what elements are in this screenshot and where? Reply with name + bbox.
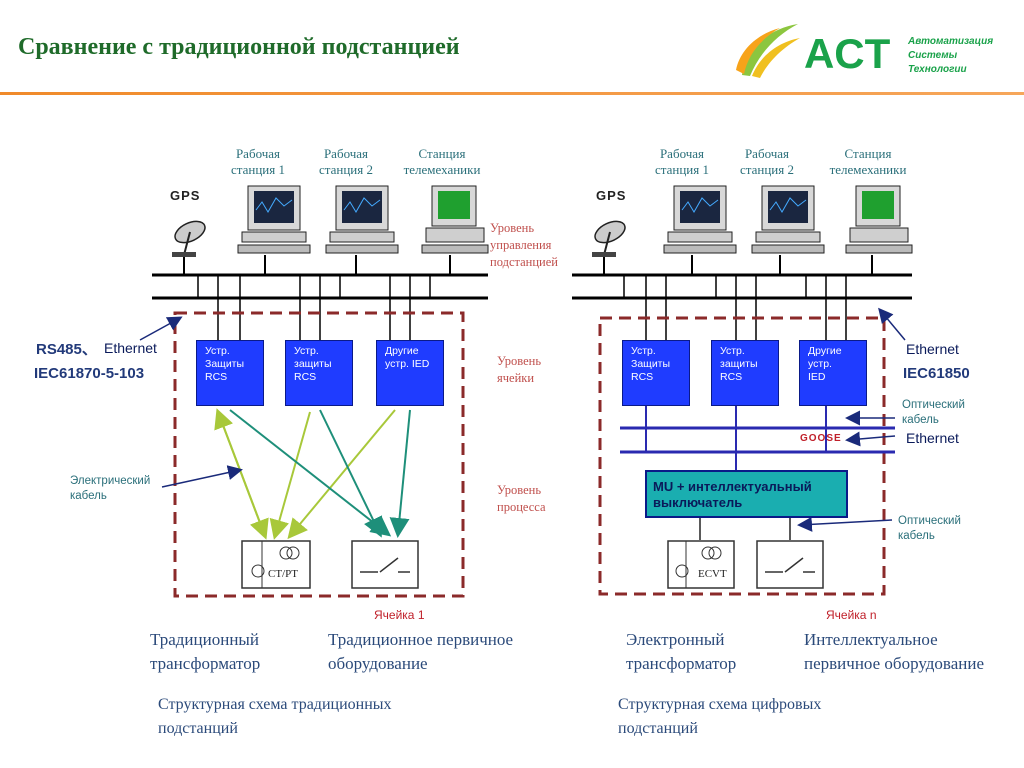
right-telemechanics-station-icon xyxy=(845,185,913,254)
left-station-bus xyxy=(152,255,488,340)
left-bay-border xyxy=(173,311,465,598)
right-workstation-1-icon xyxy=(663,185,737,254)
right-ethernet-mid-label: Ethernet xyxy=(906,430,959,446)
left-ctpt-icon xyxy=(241,540,311,589)
right-ecvt-label: ECVT xyxy=(698,568,727,580)
right-breaker-icon xyxy=(756,540,824,589)
left-connection-arrows xyxy=(139,316,411,540)
logo-leaf-icon xyxy=(736,24,800,78)
left-satellite-dish-icon xyxy=(172,220,206,257)
logo-sub-3: Технологии xyxy=(908,64,967,75)
right-process-bus xyxy=(620,405,895,540)
left-ctpt-label: CT/PT xyxy=(268,568,298,580)
left-protocol-iec: IEC61870-5-103 xyxy=(34,365,145,382)
logo-sub-1: Автоматизация xyxy=(908,36,994,47)
left-breaker-icon xyxy=(351,540,419,589)
right-cell-label: Ячейка n xyxy=(826,608,877,622)
right-satellite-dish-icon xyxy=(592,220,626,257)
right-ecvt-icon xyxy=(667,540,735,589)
left-workstation-2-icon xyxy=(325,185,399,254)
right-protocol-iec61850: IEC61850 xyxy=(903,365,970,382)
logo-sub-2: Системы xyxy=(908,50,958,61)
page-title: Сравнение с традиционной подстанцией xyxy=(18,34,460,60)
header-rule xyxy=(0,92,1024,95)
right-gps-label: GPS xyxy=(596,188,627,203)
right-bay-border xyxy=(598,316,886,596)
left-gps-label: GPS xyxy=(170,188,201,203)
left-protocol-rs485: RS485、 xyxy=(36,341,97,358)
right-pointer-arrows xyxy=(797,307,906,532)
goose-label: GOOSE xyxy=(800,433,842,444)
logo-text: АСТ xyxy=(804,30,892,77)
left-workstation-1-icon xyxy=(237,185,311,254)
left-ethernet-label: Ethernet xyxy=(104,340,157,356)
right-ethernet-top-label: Ethernet xyxy=(906,341,959,357)
left-telemechanics-station-icon xyxy=(421,185,489,254)
right-workstation-2-icon xyxy=(751,185,825,254)
right-station-bus xyxy=(572,255,912,340)
left-cell-label: Ячейка 1 xyxy=(374,608,425,622)
